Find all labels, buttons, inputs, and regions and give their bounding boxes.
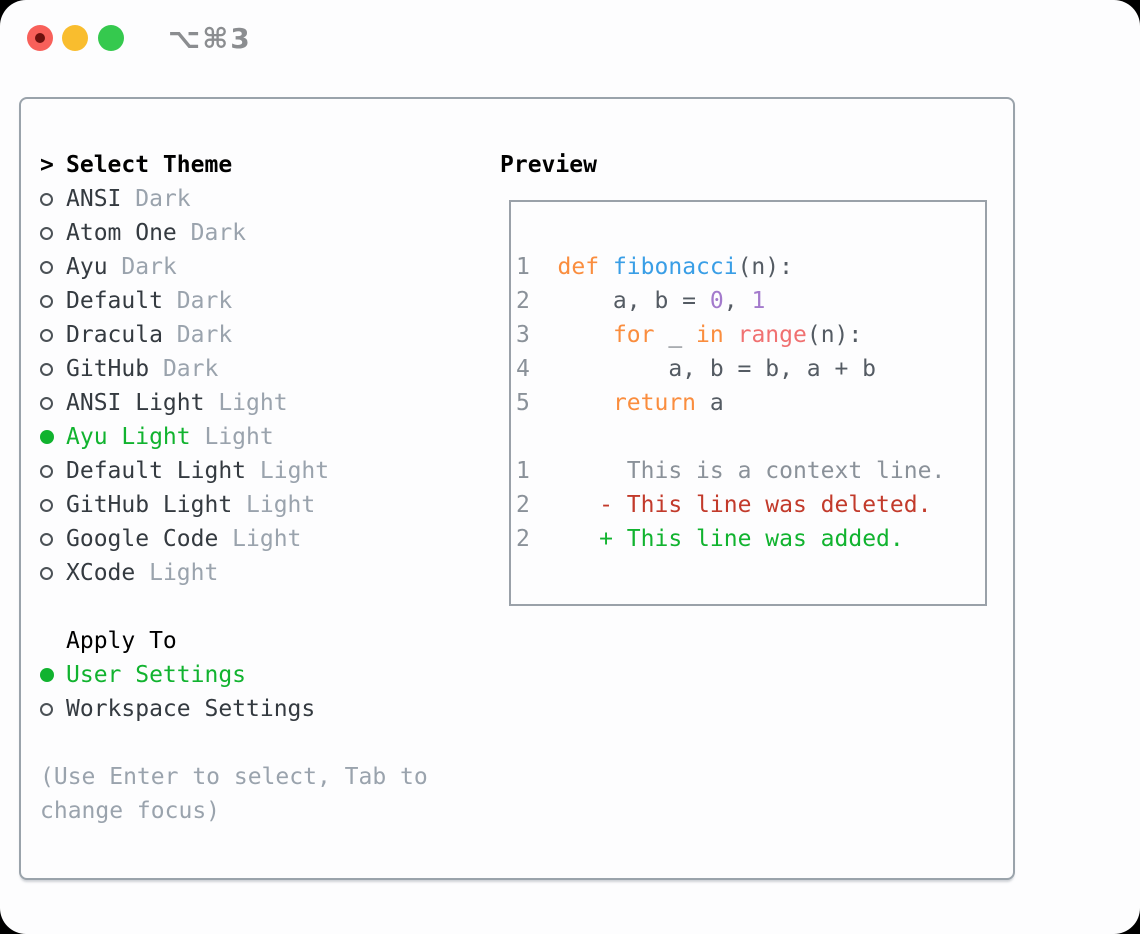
radio-icon <box>40 328 53 342</box>
theme-option[interactable]: Ayu Dark <box>40 250 490 284</box>
theme-option[interactable]: ANSI Light Light <box>40 386 490 420</box>
code-line: 5 return a <box>516 390 724 416</box>
radio-icon <box>40 396 53 410</box>
theme-name: XCode <box>66 560 150 586</box>
preview-header: Preview <box>500 152 597 178</box>
code-line <box>516 420 979 454</box>
window-title: ⌥⌘3 <box>168 22 252 55</box>
select-theme-label: Select Theme <box>66 152 233 178</box>
theme-option[interactable]: Atom One Dark <box>40 216 490 250</box>
theme-name: Default <box>66 288 177 314</box>
theme-variant: Dark <box>176 322 233 348</box>
preview-box: 1 def fibonacci(n): 2 a, b = 0, 1 3 for _ … <box>509 200 987 606</box>
minimize-button[interactable] <box>62 25 88 51</box>
theme-name: GitHub <box>66 356 163 382</box>
radio-icon <box>40 362 53 376</box>
theme-option[interactable]: GitHub Dark <box>40 352 490 386</box>
theme-option[interactable]: Google Code Light <box>40 522 490 556</box>
code-line: 3 for _ in range(n): <box>516 322 863 348</box>
help-text: (Use Enter to select, Tab to change focu… <box>40 764 428 824</box>
radio-icon <box>40 702 53 716</box>
theme-option[interactable]: XCode Light <box>40 556 490 590</box>
theme-name: ANSI <box>66 186 136 212</box>
theme-name: Default Light <box>66 458 260 484</box>
radio-icon <box>40 498 53 512</box>
code-line: 4 a, b = b, a + b <box>516 356 877 382</box>
theme-name: Ayu Light <box>66 424 205 450</box>
code-line: 1 This is a context line. <box>516 458 946 484</box>
radio-icon <box>40 464 53 478</box>
code-preview: 1 def fibonacci(n): 2 a, b = 0, 1 3 for _ … <box>516 250 979 556</box>
spacer <box>40 590 490 624</box>
close-button[interactable] <box>27 25 53 51</box>
theme-variant: Light <box>259 458 330 484</box>
spacer <box>40 726 490 760</box>
theme-variant: Light <box>246 492 316 518</box>
radio-icon <box>40 226 53 240</box>
theme-name: ANSI Light <box>66 390 219 416</box>
code-line: 2 a, b = 0, 1 <box>516 288 766 314</box>
titlebar: ⌥⌘3 <box>0 0 1140 72</box>
theme-variant: Light <box>204 424 274 450</box>
theme-name: Atom One <box>66 220 191 246</box>
apply-to-option[interactable]: Workspace Settings <box>40 692 490 726</box>
apply-to-label: Workspace Settings <box>66 696 316 722</box>
theme-variant: Dark <box>135 186 191 212</box>
apply-to-header: Apply To <box>66 628 177 654</box>
radio-icon <box>40 260 53 274</box>
radio-icon <box>40 566 53 580</box>
theme-name: Google Code <box>66 526 233 552</box>
theme-option[interactable]: Default Dark <box>40 284 490 318</box>
theme-option[interactable]: Ayu Light Light <box>40 420 490 454</box>
radio-icon <box>40 532 53 546</box>
apply-to-option[interactable]: User Settings <box>40 658 490 692</box>
theme-option[interactable]: Dracula Dark <box>40 318 490 352</box>
theme-variant: Light <box>232 526 302 552</box>
theme-name: Dracula <box>66 322 177 348</box>
theme-name: GitHub Light <box>66 492 247 518</box>
radio-icon <box>40 192 53 206</box>
focus-caret-icon: > <box>40 152 54 178</box>
theme-variant: Dark <box>190 220 247 246</box>
select-theme-header: > Select Theme <box>40 148 490 182</box>
code-line: 1 def fibonacci(n): <box>516 254 793 280</box>
theme-variant: Dark <box>121 254 177 280</box>
code-line: 2 - This line was deleted. <box>516 492 932 518</box>
apply-to-label: User Settings <box>66 662 247 688</box>
radio-selected-icon <box>40 668 54 682</box>
theme-option[interactable]: GitHub Light Light <box>40 488 490 522</box>
radio-icon <box>40 294 53 308</box>
radio-selected-icon <box>40 430 54 444</box>
close-dot-icon <box>35 33 45 43</box>
code-line: 2 + This line was added. <box>516 526 904 552</box>
theme-option[interactable]: Default Light Light <box>40 454 490 488</box>
theme-name: Ayu <box>66 254 122 280</box>
theme-option[interactable]: ANSI Dark <box>40 182 490 216</box>
maximize-button[interactable] <box>98 25 124 51</box>
theme-variant: Dark <box>176 288 233 314</box>
theme-variant: Dark <box>162 356 219 382</box>
theme-variant: Light <box>149 560 219 586</box>
theme-variant: Light <box>218 390 288 416</box>
